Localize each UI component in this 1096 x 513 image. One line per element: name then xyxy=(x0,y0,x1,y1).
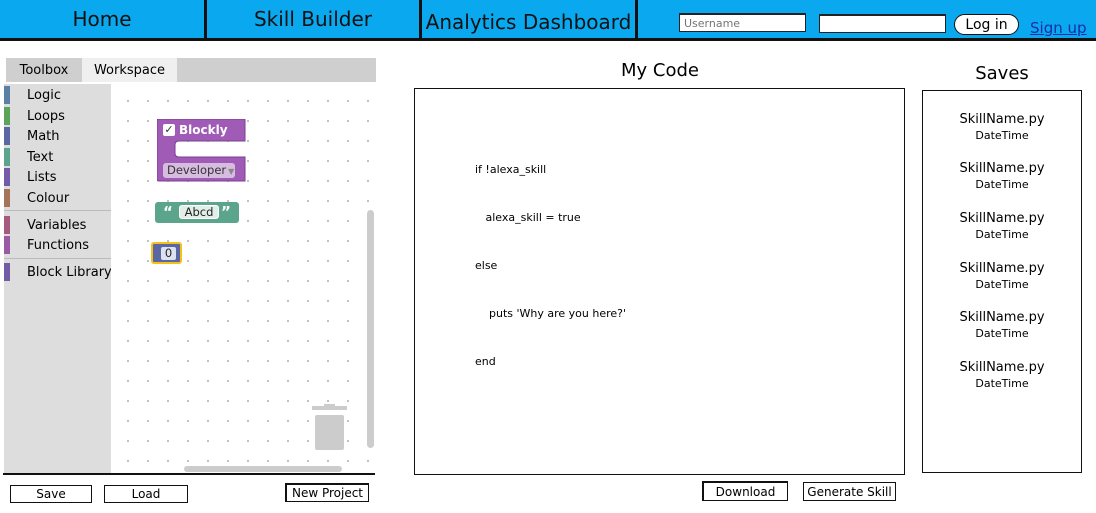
tab-workspace[interactable]: Workspace xyxy=(82,58,177,82)
save-datetime: DateTime xyxy=(975,377,1029,390)
category-label: Colour xyxy=(27,190,70,206)
category-color-swatch xyxy=(4,148,10,166)
workspace-vertical-scrollbar[interactable] xyxy=(367,210,374,448)
save-file-name: SkillName.py xyxy=(959,310,1045,325)
toolbox-category-colour[interactable]: Colour xyxy=(4,189,69,207)
generated-code: if !alexa_skill alexa_skill = true else … xyxy=(475,130,626,386)
toolbox-category-logic[interactable]: Logic xyxy=(4,86,61,104)
category-label: Block Library xyxy=(27,264,112,280)
category-label: Text xyxy=(27,149,54,165)
category-color-swatch xyxy=(4,263,10,281)
save-file-name: SkillName.py xyxy=(959,112,1045,127)
save-button[interactable]: Save xyxy=(10,485,92,503)
toolbox-category-variables[interactable]: Variables xyxy=(4,216,86,234)
custom-block-label: Blockly xyxy=(179,123,228,137)
nav-analytics-link[interactable]: Analytics Dashboard xyxy=(425,10,632,34)
dropdown-value: Developer xyxy=(167,163,227,177)
text-block-field[interactable]: Abcd xyxy=(179,205,219,219)
code-line: alexa_skill = true xyxy=(475,211,581,224)
category-color-swatch xyxy=(4,86,10,104)
checkbox-icon[interactable]: ✓ xyxy=(163,123,175,136)
tab-toolbox[interactable]: Toolbox xyxy=(19,62,69,78)
nav-divider xyxy=(419,0,422,41)
download-button[interactable]: Download xyxy=(702,481,788,501)
code-line: if !alexa_skill xyxy=(475,163,547,176)
nav-divider xyxy=(635,0,638,41)
category-label: Lists xyxy=(27,169,57,185)
close-quote-icon: ” xyxy=(221,203,231,221)
category-label: Functions xyxy=(27,237,90,253)
category-color-swatch xyxy=(4,189,10,207)
toolbox-category-loops[interactable]: Loops xyxy=(4,107,65,125)
code-line: else xyxy=(475,259,498,272)
toolbox-category-block-library[interactable]: Block Library xyxy=(4,263,112,281)
save-datetime: DateTime xyxy=(975,278,1029,291)
toolbox-separator xyxy=(4,210,111,211)
dropdown-arrow-icon: ▼ xyxy=(228,167,235,176)
nav-skill-builder-link[interactable]: Skill Builder xyxy=(253,7,373,31)
trash-can-icon[interactable] xyxy=(312,404,348,452)
load-button[interactable]: Load xyxy=(104,485,188,503)
save-file-name: SkillName.py xyxy=(959,360,1045,375)
save-file-name: SkillName.py xyxy=(959,261,1045,276)
blockly-tab-bar xyxy=(6,58,376,82)
my-code-title: My Code xyxy=(621,60,699,81)
category-color-swatch xyxy=(4,216,10,234)
nav-home-link[interactable]: Home xyxy=(72,7,132,31)
login-button[interactable]: Log in xyxy=(954,14,1019,35)
blockly-panel-divider xyxy=(3,473,375,475)
toolbox-category-math[interactable]: Math xyxy=(4,127,60,145)
toolbox-category-lists[interactable]: Lists xyxy=(4,168,57,186)
save-datetime: DateTime xyxy=(975,129,1029,142)
category-label: Variables xyxy=(27,217,87,233)
workspace-horizontal-scrollbar[interactable] xyxy=(184,466,342,472)
save-datetime: DateTime xyxy=(975,178,1029,191)
code-line: puts 'Why are you here?' xyxy=(475,307,627,320)
blockly-toolbox xyxy=(4,84,111,474)
category-label: Loops xyxy=(27,108,65,124)
saves-title: Saves xyxy=(975,63,1029,84)
number-block-field[interactable]: 0 xyxy=(161,247,176,260)
save-file-name: SkillName.py xyxy=(959,211,1045,226)
save-datetime: DateTime xyxy=(975,327,1029,340)
category-color-swatch xyxy=(4,168,10,186)
developer-dropdown[interactable]: Developer▼ xyxy=(163,163,235,178)
generate-skill-button[interactable]: Generate Skill xyxy=(803,482,896,501)
save-datetime: DateTime xyxy=(975,228,1029,241)
category-label: Math xyxy=(27,128,60,144)
toolbox-category-functions[interactable]: Functions xyxy=(4,236,89,254)
code-line: end xyxy=(475,355,496,368)
number-block[interactable]: 0 xyxy=(151,242,182,264)
saves-list xyxy=(922,90,1082,473)
text-string-block[interactable]: “ Abcd ” xyxy=(155,202,239,223)
toolbox-category-text[interactable]: Text xyxy=(4,148,53,166)
category-label: Logic xyxy=(27,87,61,103)
custom-blockly-block[interactable]: ✓ Blockly Developer▼ xyxy=(156,118,247,182)
nav-divider xyxy=(204,0,207,41)
signup-link[interactable]: Sign up xyxy=(1030,19,1087,37)
category-color-swatch xyxy=(4,236,10,254)
open-quote-icon: “ xyxy=(163,203,173,221)
username-input[interactable] xyxy=(679,13,806,32)
category-color-swatch xyxy=(4,107,10,125)
save-file-name: SkillName.py xyxy=(959,161,1045,176)
toolbox-separator xyxy=(4,258,111,259)
password-input[interactable] xyxy=(819,14,946,33)
code-output-box xyxy=(414,88,905,475)
category-color-swatch xyxy=(4,127,10,145)
new-project-button[interactable]: New Project xyxy=(285,483,369,502)
